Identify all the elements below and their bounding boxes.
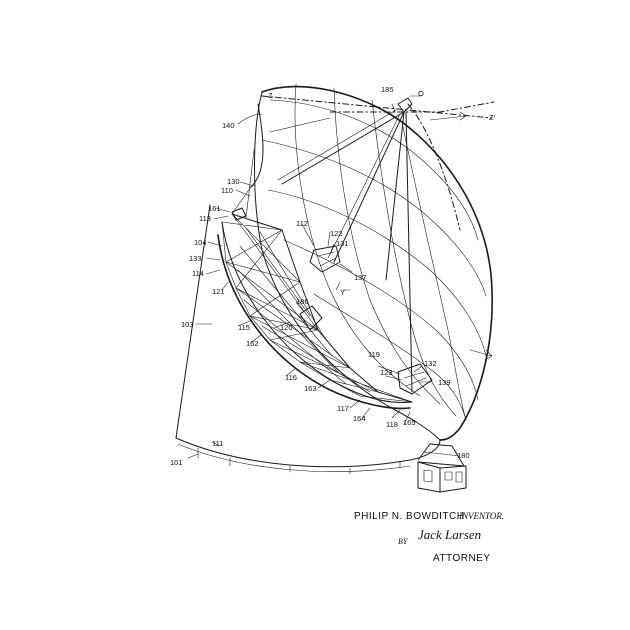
label-113: 113 <box>199 214 211 223</box>
label-132: 132 <box>424 359 437 368</box>
inventor-word: INVENTOR. <box>459 511 505 521</box>
label-101: 101 <box>170 458 183 467</box>
label-118: 118 <box>386 420 398 429</box>
feed-hub <box>309 245 341 273</box>
inventor-name: PHILIP N. BOWDITCH <box>354 511 465 522</box>
label-133: 133 <box>189 254 202 263</box>
label-o: O <box>418 89 424 98</box>
label-119: 119 <box>368 350 380 359</box>
house-icon <box>417 443 467 493</box>
attorney-signature: Jack Larsen <box>418 527 482 542</box>
label-185: 185 <box>381 85 394 94</box>
label-115: 115 <box>238 323 250 332</box>
label-111: 111 <box>212 439 223 448</box>
label-165: 165 <box>403 418 416 427</box>
label-117: 117 <box>337 404 349 413</box>
label-104: 104 <box>194 238 207 247</box>
label-121: 121 <box>212 287 225 296</box>
label-103: 103 <box>181 320 194 329</box>
label-131: 131 <box>336 239 349 248</box>
conical-base <box>175 204 441 475</box>
label-162: 162 <box>246 339 259 348</box>
label-122: 122 <box>330 229 343 238</box>
label-112: 112 <box>296 219 308 228</box>
drive-unit <box>397 363 433 395</box>
label-186: 186 <box>296 297 309 306</box>
label-137: 137 <box>354 273 367 282</box>
label-140: 140 <box>222 121 235 130</box>
label-110: 110 <box>221 186 233 195</box>
label-y: Y <box>340 288 345 297</box>
label-164: 164 <box>353 414 366 423</box>
axis-arrows <box>269 111 493 361</box>
label-123: 123 <box>380 368 393 377</box>
label-116: 116 <box>285 373 297 382</box>
label-114: 114 <box>192 269 204 278</box>
label-163: 163 <box>304 384 317 393</box>
feed-support <box>261 95 495 393</box>
truss-structure <box>217 103 413 410</box>
label-z: Z <box>268 91 273 100</box>
label-z-prime: Z' <box>489 113 496 122</box>
label-161: 161 <box>208 204 221 213</box>
attorney-word: ATTORNEY <box>433 553 491 564</box>
label-120: 120 <box>280 323 293 332</box>
label-139: 139 <box>438 378 451 387</box>
reference-labels: 185 O Z Z' 140 130 110 161 113 104 133 1… <box>170 85 496 467</box>
label-180: 180 <box>457 451 470 460</box>
leader-lines <box>187 113 433 459</box>
label-130: 130 <box>227 177 240 186</box>
reflector-dish <box>254 83 493 441</box>
by-word: BY <box>398 537 408 546</box>
